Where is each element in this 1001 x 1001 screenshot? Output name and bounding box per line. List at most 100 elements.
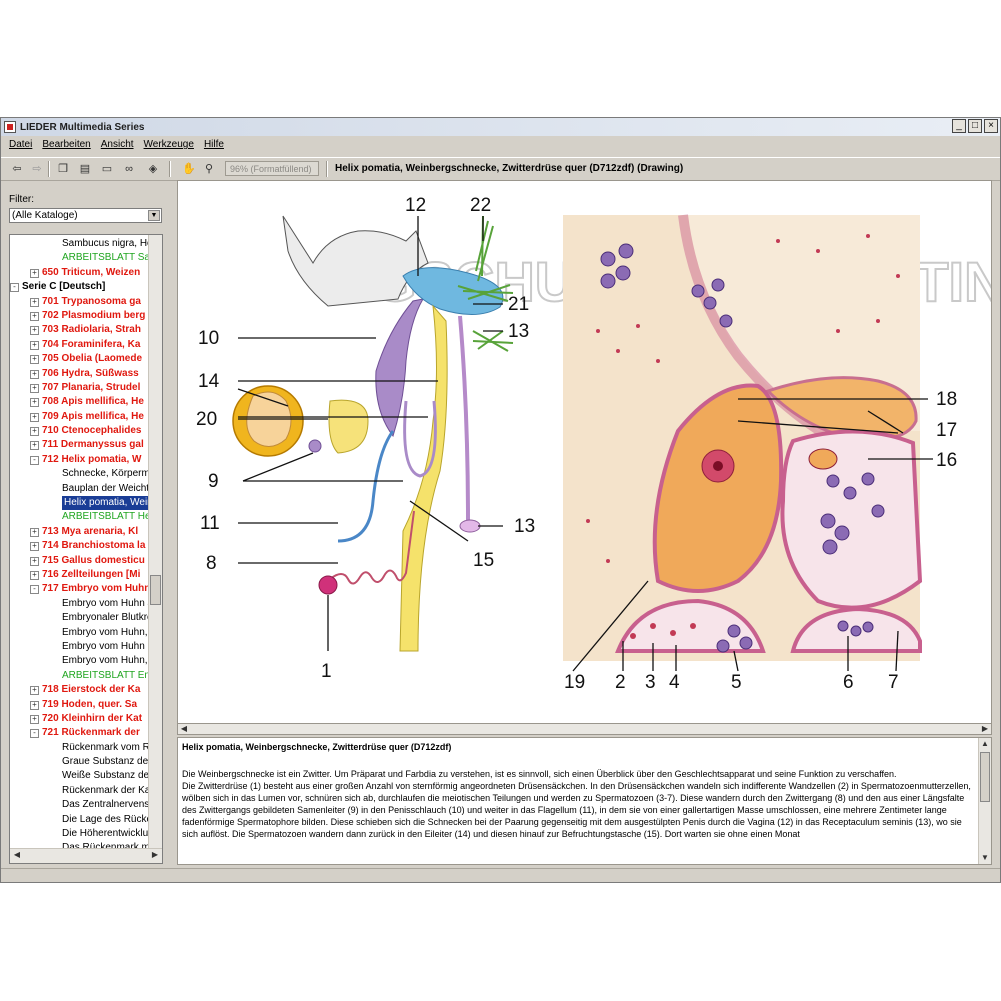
minimize-button[interactable]: _ bbox=[952, 119, 966, 133]
expand-icon[interactable]: + bbox=[30, 412, 39, 422]
expand-icon[interactable]: + bbox=[30, 542, 39, 552]
tree-item[interactable]: +714 Branchiostoma la bbox=[10, 539, 150, 553]
collapse-icon[interactable]: - bbox=[30, 585, 39, 595]
scroll-left-icon[interactable]: ◀ bbox=[180, 724, 188, 733]
tree-item[interactable]: +701 Trypanosoma ga bbox=[10, 295, 150, 309]
tree-item[interactable]: Die Lage des Rücker bbox=[10, 813, 150, 827]
description-vertical-scrollbar[interactable]: ▲ ▼ bbox=[978, 738, 991, 864]
expand-icon[interactable]: + bbox=[30, 570, 39, 580]
tree-item[interactable]: +711 Dermanyssus gal bbox=[10, 438, 150, 452]
print-icon[interactable]: ▤ bbox=[79, 163, 91, 175]
scroll-right-icon[interactable]: ▶ bbox=[981, 724, 989, 733]
tree-item[interactable]: +710 Ctenocephalides bbox=[10, 424, 150, 438]
title-bar[interactable]: LIEDER Multimedia Series _ □ × bbox=[1, 118, 1000, 136]
tree-item[interactable]: +713 Mya arenaria, Kl bbox=[10, 525, 150, 539]
tree-item[interactable]: +709 Apis mellifica, He bbox=[10, 410, 150, 424]
tree-item[interactable]: +720 Kleinhirn der Kat bbox=[10, 712, 150, 726]
scroll-right-icon[interactable]: ▶ bbox=[151, 850, 159, 859]
expand-icon[interactable]: + bbox=[30, 441, 39, 451]
tree-item[interactable]: ARBEITSBLATT Hel bbox=[10, 510, 150, 524]
expand-icon[interactable]: + bbox=[30, 268, 39, 278]
expand-icon[interactable]: + bbox=[30, 556, 39, 566]
tree-item[interactable]: Schnecke, Körpermi bbox=[10, 467, 150, 481]
expand-icon[interactable]: + bbox=[30, 527, 39, 537]
tree-item[interactable]: +708 Apis mellifica, He bbox=[10, 395, 150, 409]
bookmark-icon[interactable]: ◈ bbox=[148, 163, 158, 175]
tree-item[interactable]: +707 Planaria, Strudel bbox=[10, 381, 150, 395]
tree-item[interactable]: Weiße Substanz des bbox=[10, 769, 150, 783]
tree-item[interactable]: ARBEITSBLATT Em bbox=[10, 669, 150, 683]
menu-werkzeuge[interactable]: Werkzeuge bbox=[143, 139, 194, 150]
copy-icon[interactable]: ❐ bbox=[58, 163, 68, 175]
tree-item[interactable]: +706 Hydra, Süßwass bbox=[10, 367, 150, 381]
image-viewer[interactable]: GSCHUKHARD GÖTTINGEN bbox=[177, 180, 992, 735]
tree-item[interactable]: ARBEITSBLATT Sa bbox=[10, 251, 150, 265]
expand-icon[interactable]: + bbox=[30, 355, 39, 365]
expand-icon[interactable]: + bbox=[30, 398, 39, 408]
forward-arrow-icon[interactable]: ⇨ bbox=[32, 163, 42, 175]
close-button[interactable]: × bbox=[984, 119, 998, 133]
tree-item[interactable]: Sambucus nigra, Holu bbox=[10, 237, 150, 251]
back-arrow-icon[interactable]: ⇦ bbox=[12, 163, 22, 175]
tree-item[interactable]: +716 Zellteilungen [Mi bbox=[10, 568, 150, 582]
tree-item[interactable]: -712 Helix pomatia, W bbox=[10, 453, 150, 467]
expand-icon[interactable]: + bbox=[30, 700, 39, 710]
scroll-thumb[interactable] bbox=[150, 575, 161, 605]
tree-item[interactable]: Bauplan der Weichtie bbox=[10, 482, 150, 496]
window-icon[interactable]: ▭ bbox=[101, 163, 113, 175]
menu-hilfe[interactable]: Hilfe bbox=[203, 139, 224, 150]
zoom-level-field[interactable]: 96% (Formatfüllend) bbox=[225, 161, 319, 176]
expand-icon[interactable]: + bbox=[30, 326, 39, 336]
tree-horizontal-scrollbar[interactable]: ◀ ▶ bbox=[10, 848, 162, 863]
catalog-tree[interactable]: Sambucus nigra, HoluARBEITSBLATT Sa+650 … bbox=[9, 234, 163, 864]
expand-icon[interactable]: + bbox=[30, 427, 39, 437]
expand-icon[interactable]: + bbox=[30, 686, 39, 696]
tree-item[interactable]: Embryo vom Huhn 48 bbox=[10, 597, 150, 611]
scroll-down-icon[interactable]: ▼ bbox=[981, 853, 989, 862]
tree-item[interactable]: Graue Substanz des bbox=[10, 755, 150, 769]
scroll-up-icon[interactable]: ▲ bbox=[981, 739, 989, 748]
tree-item[interactable]: +705 Obelia (Laomede bbox=[10, 352, 150, 366]
tree-item[interactable]: +703 Radiolaria, Strah bbox=[10, 323, 150, 337]
image-horizontal-scrollbar[interactable]: ◀ ▶ bbox=[177, 723, 992, 735]
scroll-thumb[interactable] bbox=[980, 752, 990, 802]
scroll-left-icon[interactable]: ◀ bbox=[13, 850, 21, 859]
menu-datei[interactable]: Datei bbox=[9, 139, 33, 150]
tree-item[interactable]: Das Zentralnervensy bbox=[10, 798, 150, 812]
tree-item[interactable]: +718 Eierstock der Ka bbox=[10, 683, 150, 697]
description-pane[interactable]: Helix pomatia, Weinbergschnecke, Zwitter… bbox=[177, 737, 992, 865]
expand-icon[interactable]: + bbox=[30, 311, 39, 321]
tree-item[interactable]: Embryo vom Huhn 5 bbox=[10, 640, 150, 654]
tree-vertical-scrollbar[interactable] bbox=[148, 235, 162, 849]
tree-item[interactable]: Embryonaler Blutkreis bbox=[10, 611, 150, 625]
expand-icon[interactable]: + bbox=[30, 340, 39, 350]
tree-item[interactable]: Rückenmark der Kat bbox=[10, 784, 150, 798]
expand-icon[interactable]: + bbox=[30, 369, 39, 379]
tree-item[interactable]: +702 Plasmodium berg bbox=[10, 309, 150, 323]
tree-item[interactable]: Embryo vom Huhn, 7 bbox=[10, 626, 150, 640]
expand-icon[interactable]: + bbox=[30, 383, 39, 393]
tree-item[interactable]: Embryo vom Huhn, 4 bbox=[10, 654, 150, 668]
expand-icon[interactable]: + bbox=[30, 297, 39, 307]
zoom-tool-icon[interactable]: ⚲ bbox=[204, 163, 214, 175]
hand-tool-icon[interactable]: ✋ bbox=[182, 163, 196, 175]
binoculars-icon[interactable]: ∞ bbox=[125, 163, 133, 175]
tree-item[interactable]: Die Höherentwicklun bbox=[10, 827, 150, 841]
menu-ansicht[interactable]: Ansicht bbox=[100, 139, 134, 150]
tree-item[interactable]: -717 Embryo vom Huhn bbox=[10, 582, 150, 596]
menu-bearbeiten[interactable]: Bearbeiten bbox=[42, 139, 91, 150]
tree-item[interactable]: -Serie C [Deutsch] bbox=[10, 280, 150, 294]
tree-item[interactable]: -721 Rückenmark der bbox=[10, 726, 150, 740]
expand-icon[interactable]: + bbox=[30, 714, 39, 724]
tree-item[interactable]: +704 Foraminifera, Ka bbox=[10, 338, 150, 352]
tree-item[interactable]: Rückenmark vom Rin bbox=[10, 741, 150, 755]
collapse-icon[interactable]: - bbox=[10, 283, 19, 293]
chevron-down-icon[interactable]: ▼ bbox=[148, 210, 160, 221]
tree-item[interactable]: Helix pomatia, Weinb bbox=[10, 496, 150, 511]
tree-item[interactable]: +650 Triticum, Weizen bbox=[10, 266, 150, 280]
maximize-button[interactable]: □ bbox=[968, 119, 982, 133]
collapse-icon[interactable]: - bbox=[30, 455, 39, 465]
filter-dropdown[interactable]: (Alle Kataloge) ▼ bbox=[9, 208, 162, 223]
collapse-icon[interactable]: - bbox=[30, 729, 39, 739]
tree-item[interactable]: +719 Hoden, quer. Sa bbox=[10, 698, 150, 712]
